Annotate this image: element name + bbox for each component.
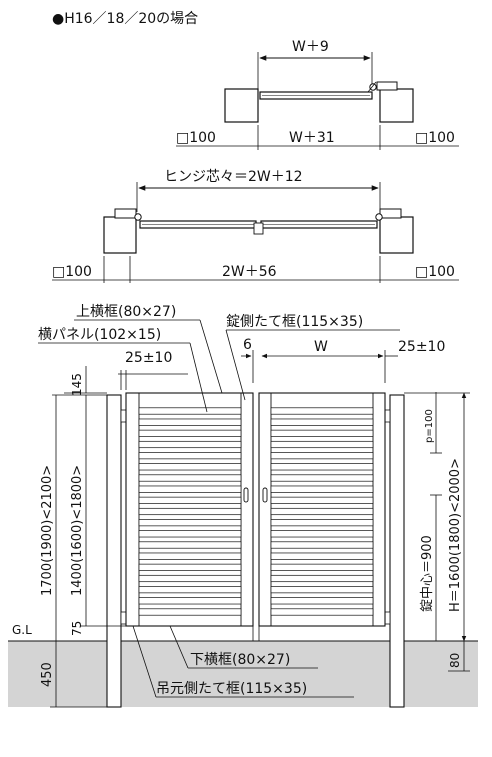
slat (270, 541, 374, 549)
post-size-right: □100 (415, 264, 455, 280)
slat (270, 563, 374, 571)
post-size-right: □100 (415, 130, 455, 146)
label-panel: 横パネル(102×15) (38, 327, 161, 343)
slat (270, 418, 374, 426)
slat (138, 474, 242, 482)
dim-panel-height: 1400(1600)<1800> (70, 465, 85, 596)
label-bottom-rail: 下横框(80×27) (190, 652, 290, 668)
slat (270, 507, 374, 516)
slat (270, 552, 374, 560)
post-left (103, 216, 137, 254)
slat (138, 519, 242, 527)
dim-w: W (314, 339, 328, 355)
slat (138, 507, 242, 516)
slat (138, 563, 242, 571)
handle-right (262, 487, 268, 503)
hinge-symbol-right (375, 213, 383, 221)
dim-w31: W＋31 (289, 130, 335, 146)
slat (138, 541, 242, 549)
dim-h: H＝1600(1800)<2000> (448, 458, 463, 612)
post-size-left: □100 (176, 130, 216, 146)
post-right (389, 394, 405, 708)
slat (270, 429, 374, 437)
dim-total-left: 1700(1900)<2100> (40, 465, 55, 596)
slat (138, 552, 242, 560)
dim-pitch: p=100 (424, 409, 435, 443)
dim-w9: W＋9 (292, 39, 329, 55)
slat (138, 574, 242, 583)
slat (270, 519, 374, 527)
slat (270, 586, 374, 594)
heading: ●H16／18／20の場合 (52, 11, 198, 27)
dim-lock-center: 錠中心＝900 (420, 535, 435, 612)
label-lock-stile: 錠側たて框(115×35) (226, 314, 363, 330)
post-right (379, 216, 414, 254)
slat (138, 429, 242, 437)
elevation-view: G.L 上横框(80×27) 横パネル(102×15) 錠側た (8, 304, 478, 708)
slat (138, 608, 242, 616)
label-top-rail: 上横框(80×27) (76, 304, 176, 320)
post-left (106, 394, 122, 708)
slat (138, 586, 242, 594)
dim-80: 80 (448, 653, 462, 668)
slat (270, 574, 374, 583)
panel-slats-left (138, 407, 242, 616)
dim-gap-left: 25±10 (125, 350, 172, 366)
label-hinge-stile: 吊元側たて框(115×35) (156, 681, 307, 697)
dim-450: 450 (40, 662, 55, 687)
slat (270, 440, 374, 449)
slat (270, 463, 374, 471)
dim-gap-right: 25±10 (398, 339, 445, 355)
slat (270, 597, 374, 605)
dim-hinge-center: ヒンジ芯々＝2W＋12 (164, 169, 303, 185)
handle-left (243, 487, 249, 503)
slat (138, 440, 242, 449)
slat (270, 608, 374, 616)
slat (138, 418, 242, 426)
plan-view-double: ヒンジ芯々＝2W＋12 2W＋56 □100 □100 (52, 169, 459, 283)
dim-2w56: 2W＋56 (222, 264, 277, 280)
slat (270, 474, 374, 482)
slat (270, 530, 374, 538)
gl-label: G.L (12, 623, 32, 637)
slat (138, 485, 242, 493)
hinge-symbol (369, 83, 377, 91)
slat (270, 452, 374, 460)
post-size-left: □100 (52, 264, 92, 280)
plan-view-single: W＋9 W＋31 □100 □100 (176, 39, 459, 150)
slat (270, 496, 374, 504)
slat (138, 463, 242, 471)
post-right (379, 88, 414, 123)
dim-6: 6 (243, 337, 252, 353)
hinge-symbol-left (134, 213, 142, 221)
slat (270, 485, 374, 493)
slat (138, 452, 242, 460)
slat (138, 530, 242, 538)
panel-slats-right (270, 407, 374, 616)
post-left (224, 88, 259, 123)
slat (138, 496, 242, 504)
slat (138, 597, 242, 605)
slat (138, 407, 242, 415)
slat (270, 407, 374, 415)
dim-75: 75 (70, 621, 84, 636)
dim-145: 145 (70, 373, 84, 396)
